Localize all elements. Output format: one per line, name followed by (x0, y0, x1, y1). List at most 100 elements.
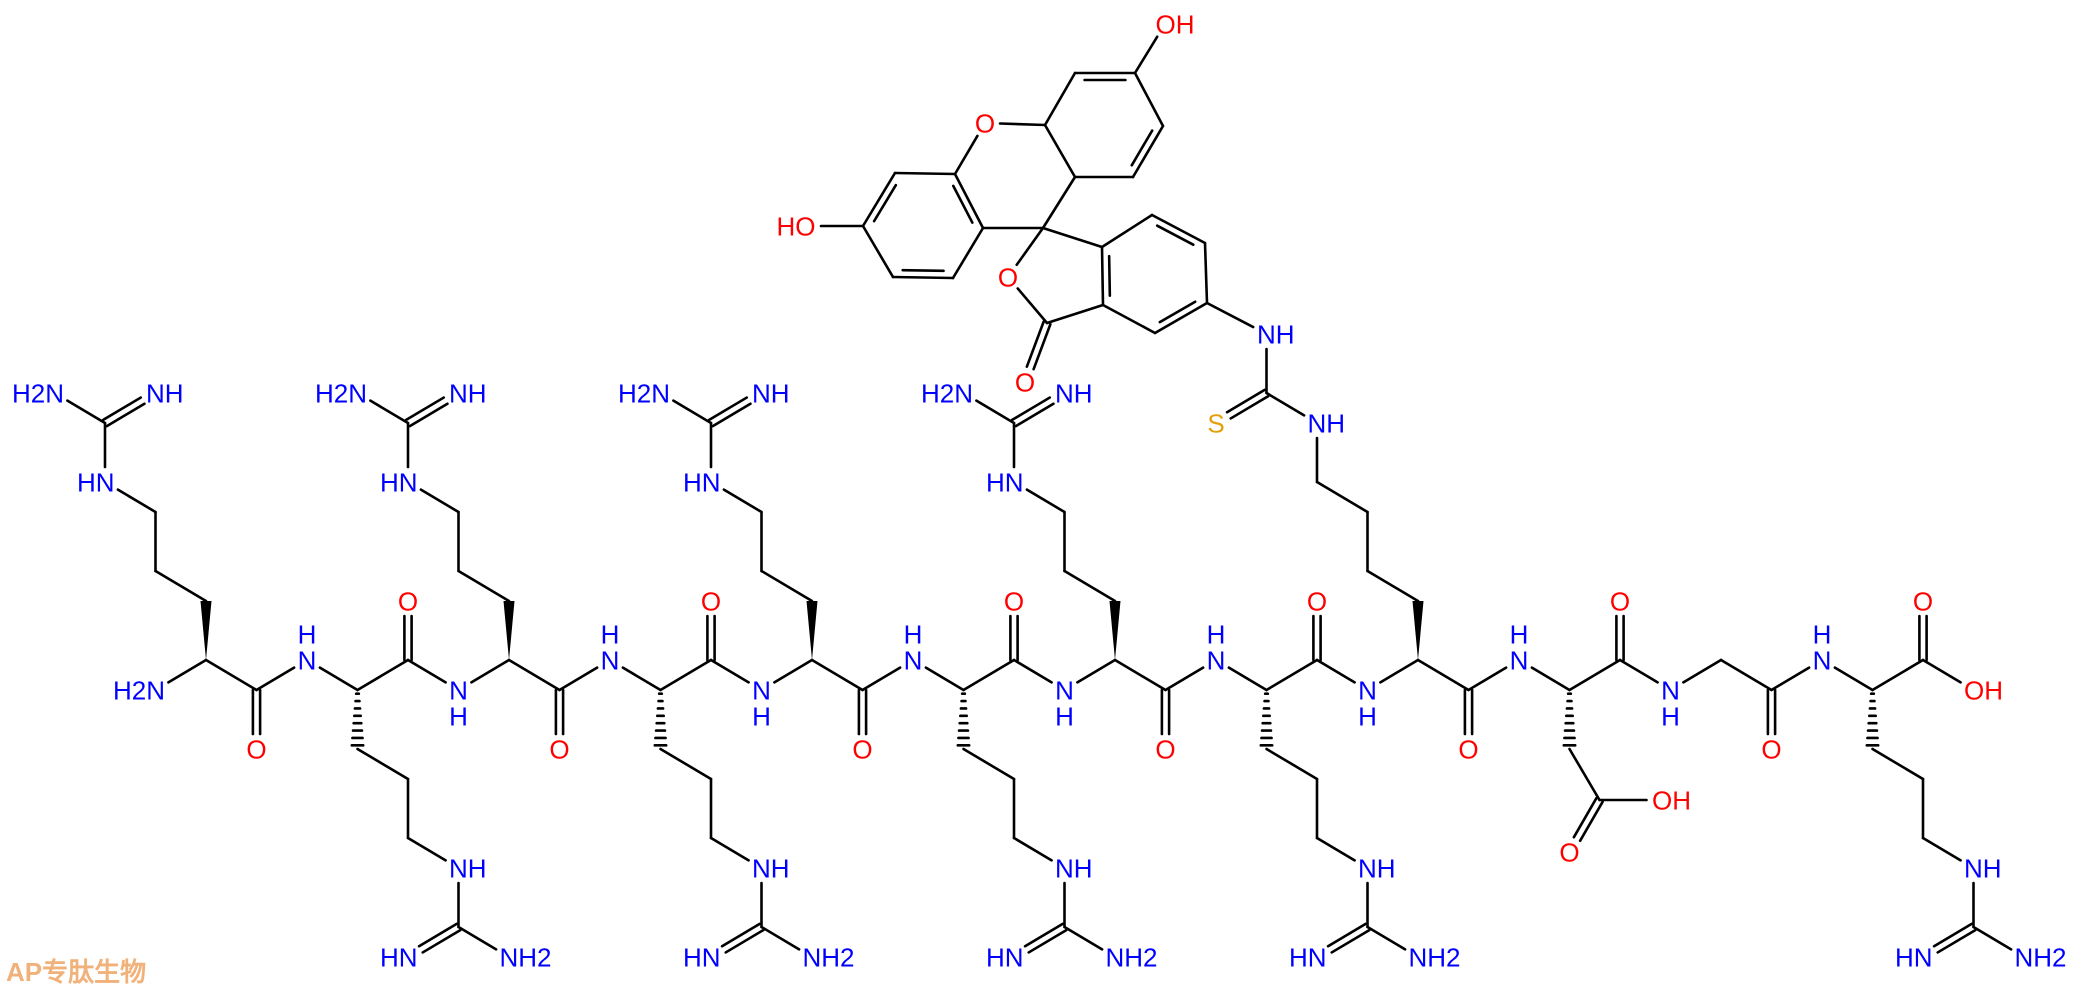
single-bond (406, 836, 447, 862)
single-bond (1265, 747, 1319, 781)
amide-hydrogen-label: H (1358, 702, 1377, 732)
single-bond (1063, 925, 1104, 951)
hash-bond (350, 692, 365, 747)
single-bond (891, 275, 955, 280)
bond-line (1010, 396, 1052, 422)
single-bond (1719, 658, 1773, 692)
hash-bond (956, 692, 971, 747)
single-bond (1315, 836, 1356, 862)
bond-line (1027, 928, 1068, 954)
single-bond (1379, 658, 1420, 684)
double-bond (101, 396, 146, 428)
double-bond (403, 614, 413, 662)
single-bond (1045, 303, 1105, 325)
guanidine-nh-label: HN (380, 468, 418, 498)
single-bond (861, 171, 897, 228)
amide-nitrogen-label: N (1358, 676, 1377, 706)
single-bond (356, 658, 410, 692)
single-bond (975, 399, 1016, 425)
single-bond (356, 747, 410, 781)
phenol-oh-left-label: HO (777, 212, 816, 242)
double-bond (1010, 396, 1055, 428)
double-bond (1572, 796, 1604, 843)
amide-hydrogen-label: H (1055, 702, 1074, 732)
amide-nitrogen-label: N (904, 646, 923, 676)
double-bond (707, 396, 752, 428)
single-bond (1770, 666, 1811, 692)
wedge-bond (1412, 601, 1424, 660)
single-bond (1043, 123, 1077, 179)
guanidine-nh-label: NH (1055, 854, 1093, 884)
carbonyl-oxygen-label: O (1155, 735, 1175, 765)
amide-hydrogen-label: H (1510, 620, 1529, 650)
single-bond (1618, 658, 1659, 684)
single-bond (962, 747, 1016, 781)
amide-nitrogen-label: N (1510, 646, 1529, 676)
hash-bond (1562, 692, 1577, 747)
watermark-logo: AP专肽生物 (6, 957, 146, 984)
double-bond (404, 396, 449, 428)
bonds-layer (66, 35, 2013, 954)
amide-hydrogen-label: H (1207, 620, 1226, 650)
bond-line (1330, 928, 1371, 954)
bond-line (417, 922, 458, 948)
double-bond (1615, 614, 1625, 662)
wedge-bond (503, 601, 515, 660)
single-bond (1315, 658, 1356, 684)
carbonyl-oxygen-label: O (246, 735, 266, 765)
guanidine-nh-label: NH (752, 854, 790, 884)
single-bond (924, 666, 965, 692)
carbonyl-oxygen-label: O (549, 735, 569, 765)
single-bond (255, 666, 296, 692)
double-bond (1463, 688, 1474, 736)
guanidine-imine-label: NH (449, 379, 487, 409)
amide-hydrogen-label: H (1661, 702, 1680, 732)
guanidine-nh-label: NH (1964, 854, 2002, 884)
guanidine-imine-label: HN (1895, 943, 1933, 973)
hash-bond (1865, 692, 1880, 747)
double-bond (1312, 614, 1322, 662)
bond-line (707, 396, 749, 422)
single-bond (457, 925, 498, 951)
thiourea-nh-lysine-label: NH (1308, 409, 1346, 439)
single-bond (1921, 836, 1962, 862)
carbonyl-oxygen-label: O (1610, 587, 1630, 617)
double-bond (706, 614, 716, 662)
amide-nitrogen-label: N (601, 646, 620, 676)
single-bond (1315, 480, 1369, 514)
guanidine-nh-label: HN (683, 468, 721, 498)
single-bond (760, 569, 814, 603)
wedge-bond (806, 601, 818, 660)
guanidine-nh2-label: NH2 (1409, 943, 1461, 973)
guanidine-imine-label: NH (752, 379, 790, 409)
single-bond (1012, 836, 1053, 862)
single-bond (773, 658, 814, 684)
single-bond (672, 399, 713, 425)
single-bond (1568, 747, 1601, 802)
aromatic-inner-bond (901, 268, 945, 273)
amide-nitrogen-label: N (752, 676, 771, 706)
guanidine-imine-label: NH (1055, 379, 1093, 409)
amide-hydrogen-label: H (601, 620, 620, 650)
guanidine-nh2-label: NH2 (500, 943, 552, 973)
wedge-bond (200, 601, 212, 660)
bond-line (711, 402, 752, 428)
single-bond (1682, 658, 1723, 684)
guanidine-nh2-label: H2N (618, 379, 670, 409)
single-bond (470, 658, 511, 684)
bond-line (101, 396, 143, 422)
bond-line (1326, 922, 1367, 948)
single-bond (1265, 658, 1319, 692)
carbonyl-oxygen-label: O (1458, 735, 1478, 765)
asp-carbonyl-oxygen-label: O (1559, 838, 1579, 868)
double-bond (1025, 320, 1052, 371)
single-bond (1467, 666, 1508, 692)
amide-nitrogen-label: N (1661, 676, 1680, 706)
single-bond (709, 658, 750, 684)
single-bond (810, 658, 864, 692)
guanidine-nh2-label: H2N (921, 379, 973, 409)
aromatic-inner-bond (1130, 129, 1154, 167)
bond-line (1023, 922, 1064, 948)
double-bond (1326, 922, 1371, 954)
